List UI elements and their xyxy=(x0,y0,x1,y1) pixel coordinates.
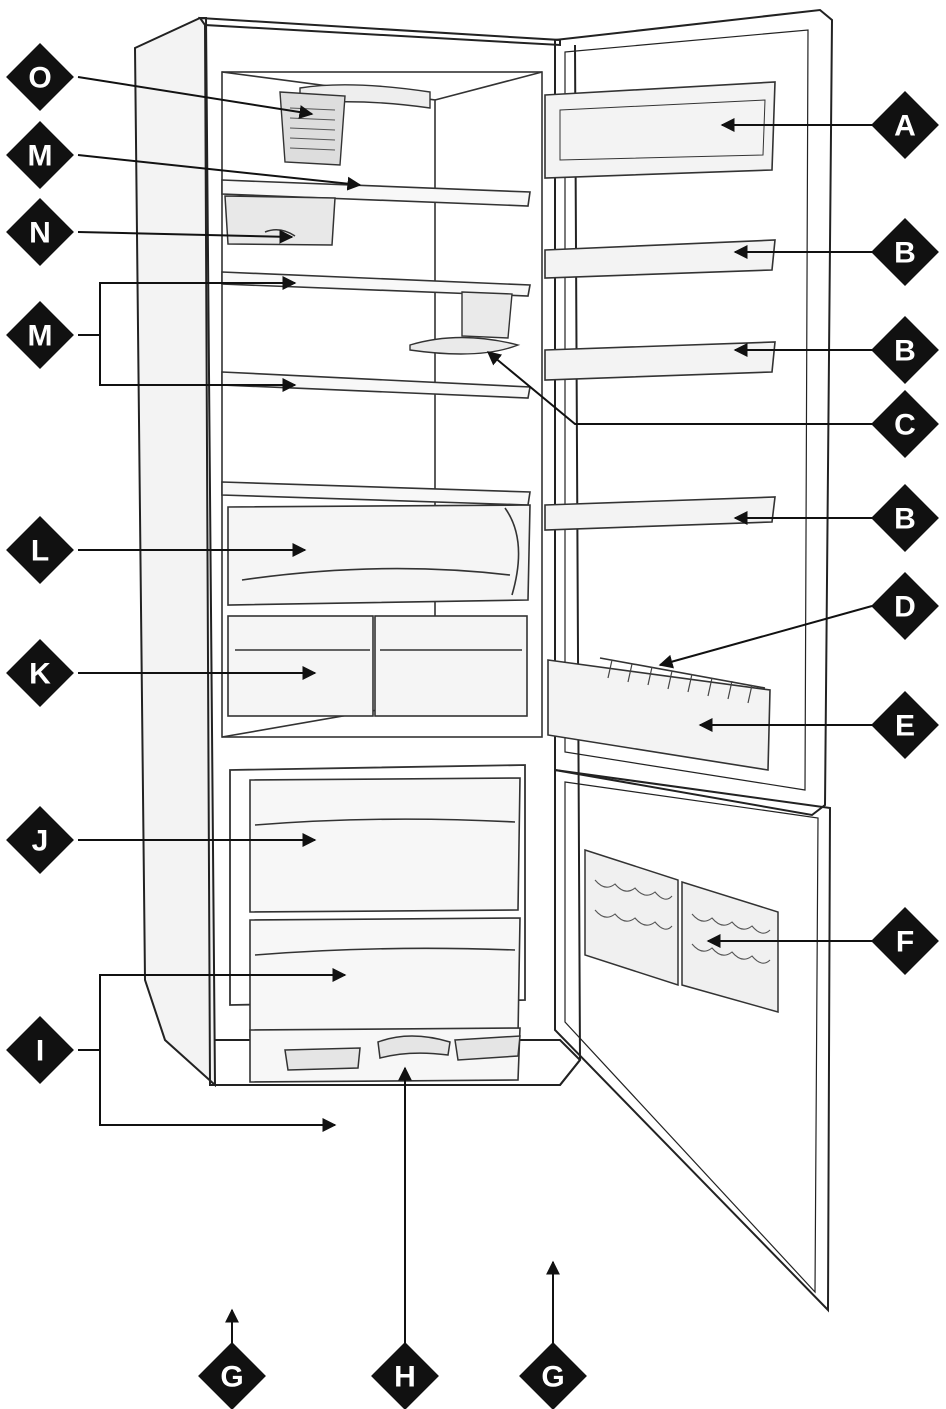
callout-letter: G xyxy=(541,1361,564,1394)
callout-letter: M xyxy=(28,140,53,173)
callout-letter: H xyxy=(394,1361,416,1394)
shelf-crisper-cover xyxy=(221,481,531,506)
callout-letter: D xyxy=(894,591,916,624)
callout-letter: O xyxy=(28,62,51,95)
freezer-door xyxy=(554,768,832,1313)
leader-M2 xyxy=(78,276,297,336)
callout-B: B xyxy=(871,484,939,552)
callout-C: C xyxy=(871,390,939,458)
callout-B: B xyxy=(871,316,939,384)
freezer-compartment xyxy=(229,764,526,1006)
callout-J: J xyxy=(6,806,74,874)
callout-L: L xyxy=(6,516,74,584)
callout-G: G xyxy=(519,1342,587,1409)
callout-B: B xyxy=(871,218,939,286)
callout-D: D xyxy=(871,572,939,640)
callout-letter: K xyxy=(29,658,51,691)
base-vent xyxy=(284,1035,521,1071)
small-drawer xyxy=(224,195,336,246)
callout-letter: J xyxy=(32,825,49,858)
callout-letter: C xyxy=(894,409,916,442)
shelf-lower xyxy=(221,371,531,399)
callout-G: G xyxy=(198,1342,266,1409)
callout-F: F xyxy=(871,907,939,975)
leader-D xyxy=(658,605,873,669)
callout-letter: B xyxy=(894,335,916,368)
dairy-compartment xyxy=(544,81,776,179)
callout-letter: F xyxy=(896,926,914,959)
callout-letter: A xyxy=(894,110,916,143)
leader-O xyxy=(77,76,314,119)
callout-letter: M xyxy=(28,320,53,353)
bottle-rack xyxy=(547,657,771,771)
thermostat xyxy=(409,291,521,355)
callout-I: I xyxy=(6,1016,74,1084)
callout-O: O xyxy=(6,43,74,111)
callout-A: A xyxy=(871,91,939,159)
crisper-drawer xyxy=(227,504,531,606)
callout-M: M xyxy=(6,121,74,189)
shelf-top xyxy=(221,179,531,207)
door-shelves xyxy=(544,239,776,531)
callout-letter: N xyxy=(29,217,51,250)
leader-N xyxy=(77,229,294,244)
callout-letter: I xyxy=(36,1035,44,1068)
leader-C xyxy=(486,351,872,425)
callout-letter: L xyxy=(31,535,49,568)
callout-H: H xyxy=(371,1342,439,1409)
leader-M2b xyxy=(99,335,297,392)
callout-K: K xyxy=(6,639,74,707)
freezer-drawers xyxy=(249,777,521,1083)
callout-M: M xyxy=(6,301,74,369)
callout-E: E xyxy=(871,691,939,759)
shelves xyxy=(221,179,531,506)
leader-lines xyxy=(77,76,873,1345)
leader-I xyxy=(78,968,347,1051)
leader-Ib xyxy=(99,1050,337,1132)
leader-M1 xyxy=(77,154,362,191)
callout-letter: G xyxy=(220,1361,243,1394)
fan-housing xyxy=(279,91,346,166)
callout-N: N xyxy=(6,198,74,266)
callout-letter: B xyxy=(894,503,916,536)
shelf-middle xyxy=(221,271,531,297)
callout-letter: E xyxy=(895,710,915,743)
callout-letter: B xyxy=(894,237,916,270)
lower-fridge-drawers xyxy=(227,615,528,717)
egg-trays xyxy=(584,848,779,1013)
